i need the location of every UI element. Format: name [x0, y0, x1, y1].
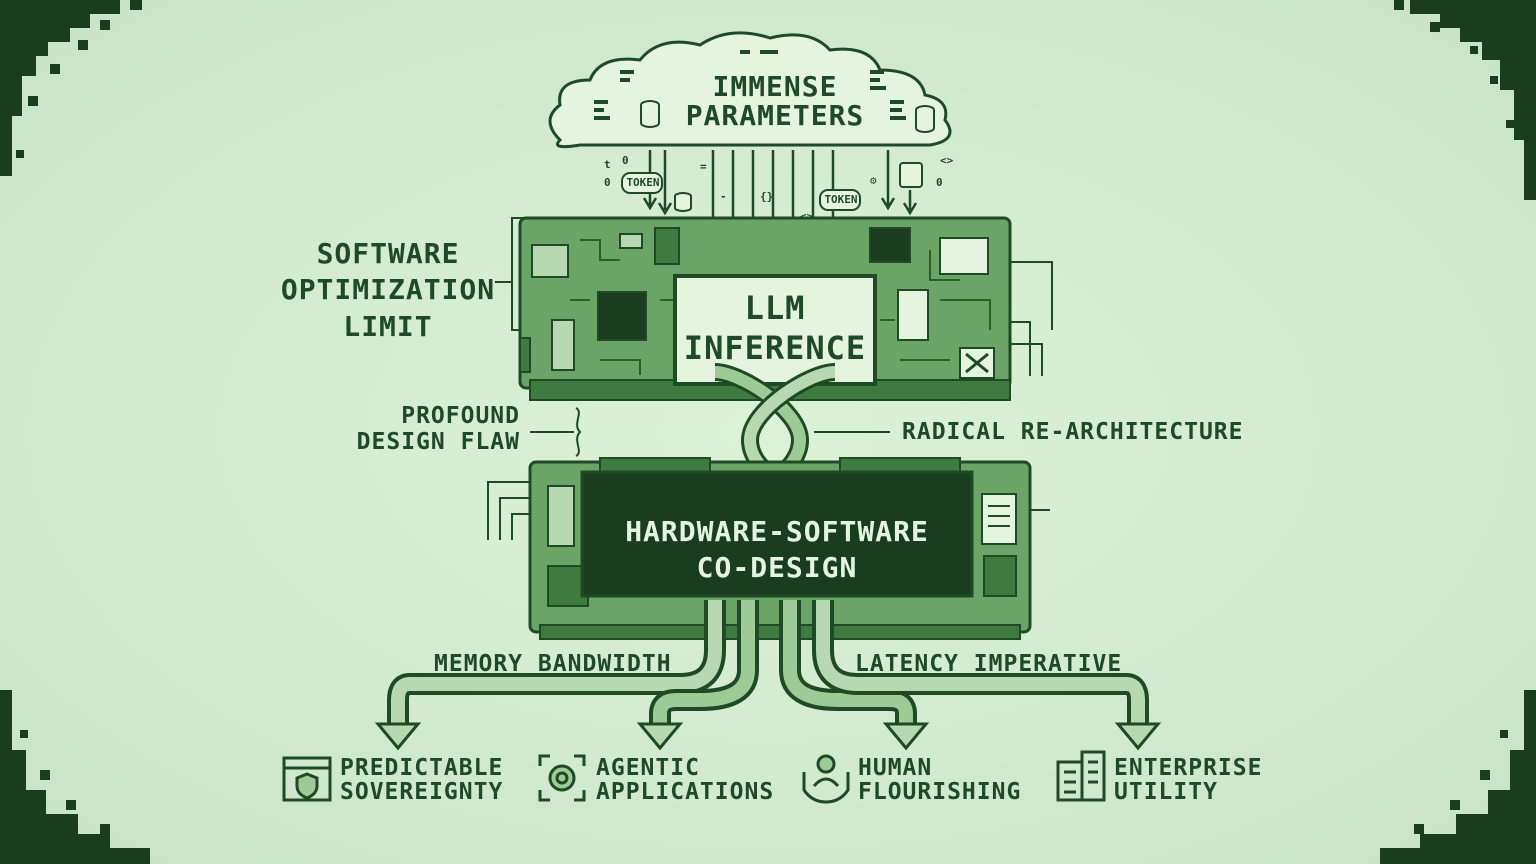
radical-re-architecture-label: RADICAL RE-ARCHITECTURE [902, 420, 1282, 444]
svg-text:{}: {} [760, 190, 773, 203]
codesign-label-line2: CO-DESIGN [582, 550, 972, 586]
cloud-label-line2: PARAMETERS [660, 101, 890, 130]
outcome-2-line2: APPLICATIONS [596, 780, 796, 804]
outcome-4-line1: ENTERPRISE [1114, 756, 1284, 780]
pixel-corner-top-left [0, 0, 142, 176]
token-label-1: token [626, 177, 660, 189]
arrow-heads [378, 724, 1158, 748]
token-label-2: token [824, 194, 858, 206]
svg-text:0: 0 [604, 176, 611, 189]
cloud-label-line1: IMMENSE [660, 72, 890, 101]
flaw-label-line1: PROFOUND [340, 403, 520, 429]
flaw-label-line2: DESIGN FLAW [340, 429, 520, 455]
svg-text:⚙: ⚙ [870, 174, 877, 187]
pixel-corner-bottom-right [1380, 690, 1536, 864]
software-label-line2: OPTIMIZATION [278, 272, 498, 308]
svg-text:=: = [700, 160, 707, 173]
outcome-1-line1: PREDICTABLE [340, 756, 530, 780]
svg-text:0: 0 [936, 176, 943, 189]
profound-design-flaw-label: PROFOUND DESIGN FLAW [340, 403, 520, 456]
llm-inference-label: LLM INFERENCE [680, 288, 870, 368]
software-label-line3: LIMIT [278, 309, 498, 345]
latency-imperative-label: LATENCY IMPERATIVE [855, 652, 1135, 676]
outcome-predictable-sovereignty: PREDICTABLE SOVEREIGNTY [340, 756, 530, 804]
llm-label-line1: LLM [680, 288, 870, 328]
pixel-corner-top-right [1394, 0, 1536, 200]
svg-text:-: - [720, 190, 727, 203]
llm-label-line2: INFERENCE [680, 328, 870, 368]
outcome-2-line1: AGENTIC [596, 756, 796, 780]
person-hands-icon [804, 756, 848, 802]
codesign-label: HARDWARE-SOFTWARE CO-DESIGN [582, 514, 972, 587]
building-icon [1058, 752, 1104, 800]
outcome-enterprise-utility: ENTERPRISE UTILITY [1114, 756, 1284, 804]
pixel-corner-bottom-left [0, 690, 150, 864]
cloud-label: IMMENSE PARAMETERS [660, 72, 890, 131]
outcome-human-flourishing: HUMAN FLOURISHING [858, 756, 1048, 804]
outcome-3-line2: FLOURISHING [858, 780, 1048, 804]
outcome-1-line2: SOVEREIGNTY [340, 780, 530, 804]
flaw-bracket [530, 408, 890, 456]
svg-text:0: 0 [622, 154, 629, 167]
svg-text:<>: <> [940, 154, 954, 167]
codesign-label-line1: HARDWARE-SOFTWARE [582, 514, 972, 550]
outcome-3-line1: HUMAN [858, 756, 1048, 780]
software-label-line1: SOFTWARE [278, 236, 498, 272]
gear-target-icon [540, 756, 584, 800]
outcome-agentic-applications: AGENTIC APPLICATIONS [596, 756, 796, 804]
svg-text:t: t [604, 158, 611, 171]
memory-bandwidth-label: MEMORY BANDWIDTH [434, 652, 694, 676]
browser-shield-icon [284, 758, 330, 800]
software-optimization-label: SOFTWARE OPTIMIZATION LIMIT [278, 236, 498, 345]
outcome-4-line2: UTILITY [1114, 780, 1284, 804]
